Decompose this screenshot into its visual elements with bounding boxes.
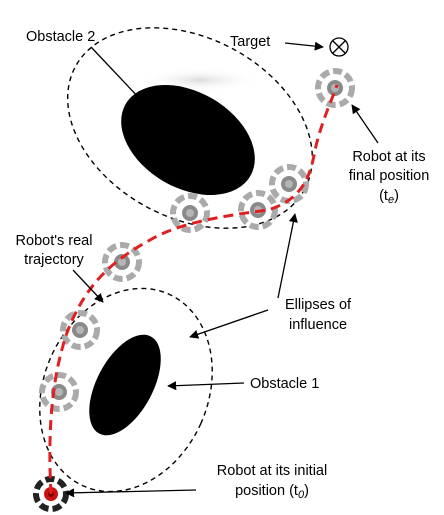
label-ellipses-line2: influence bbox=[289, 317, 347, 333]
label-target: Target bbox=[230, 34, 270, 50]
label-robot-initial-line1: Robot at its initial bbox=[217, 463, 327, 479]
label-robot-final-line2: final position bbox=[349, 168, 430, 184]
label-ellipses-line1: Ellipses of bbox=[285, 297, 352, 313]
label-robot-final-line1: Robot at its bbox=[352, 149, 425, 165]
label-robot-initial-line2: position (t0) bbox=[235, 483, 309, 501]
label-obstacle-2: Obstacle 2 bbox=[26, 29, 95, 45]
label-trajectory-line1: Robot's real bbox=[16, 233, 93, 249]
label-trajectory-line2: trajectory bbox=[24, 252, 84, 268]
label-obstacle-1: Obstacle 1 bbox=[250, 376, 319, 392]
